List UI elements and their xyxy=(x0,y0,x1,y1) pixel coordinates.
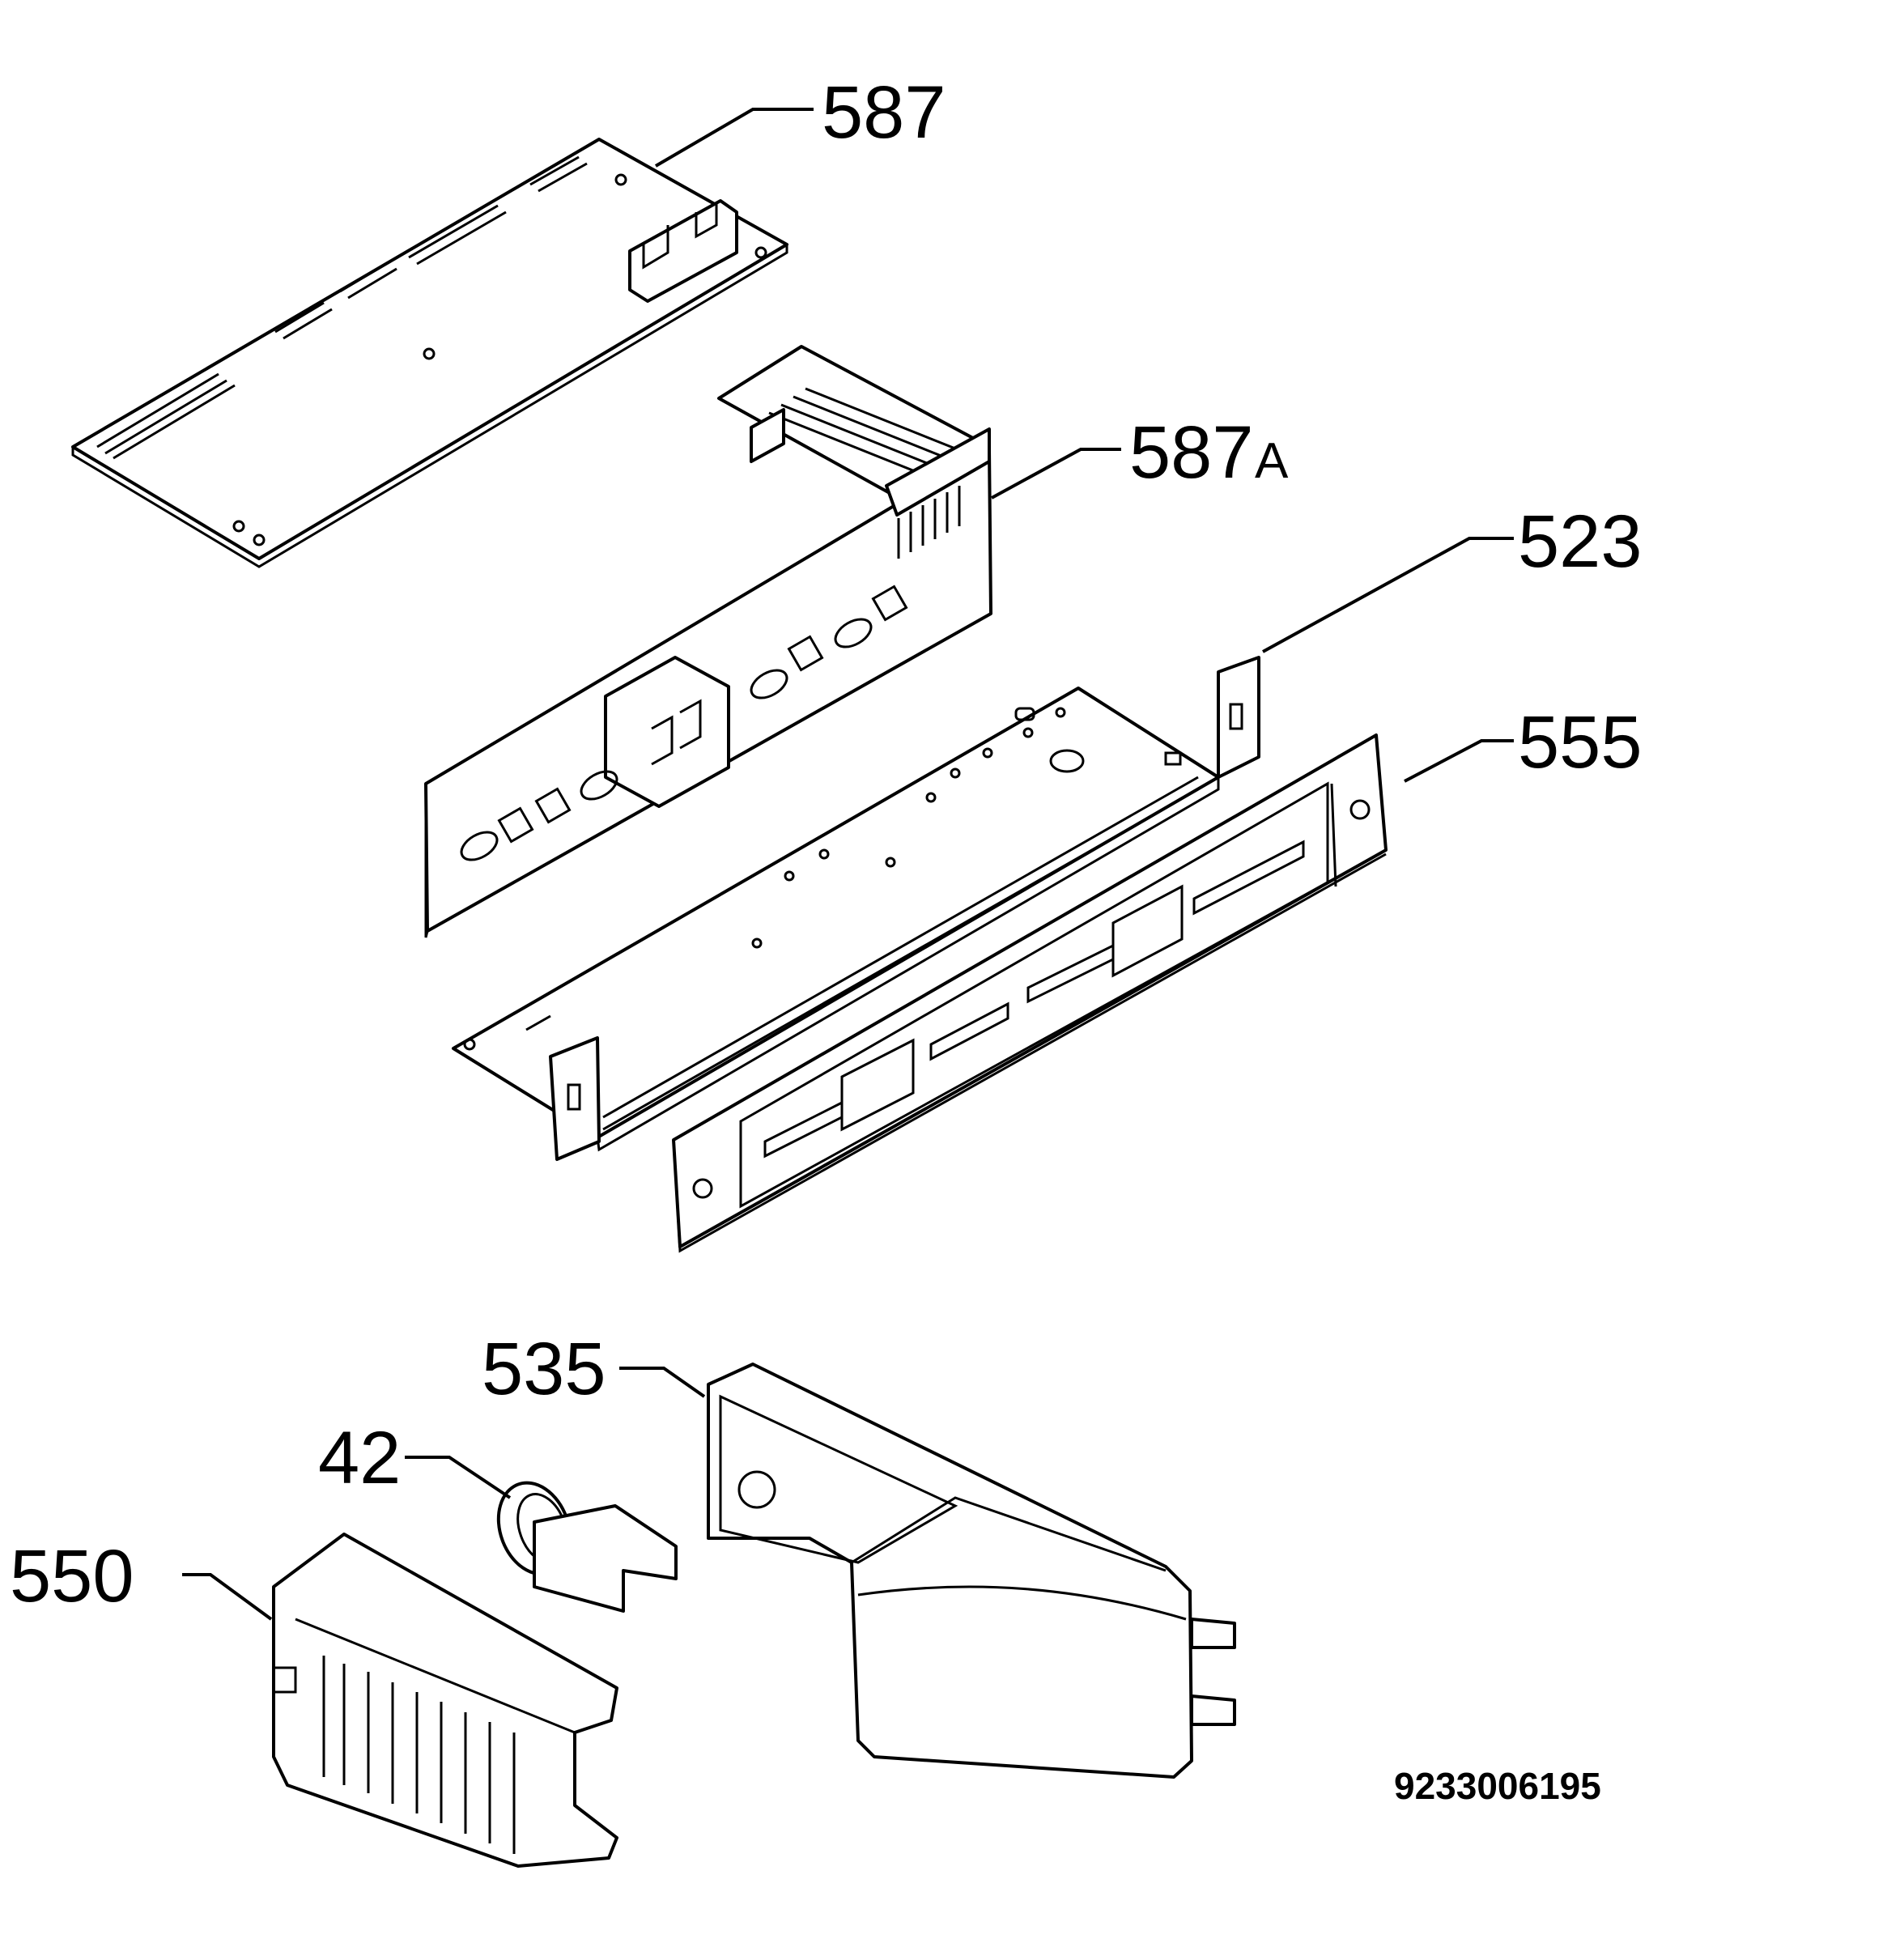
part-523-bracket xyxy=(452,656,1260,1161)
part-587-main-board xyxy=(71,138,788,568)
document-number: 9233006195 xyxy=(1394,1765,1601,1807)
part-550-grille-cover xyxy=(272,1533,618,1868)
label-587: 587 xyxy=(822,71,946,154)
label-523: 523 xyxy=(1518,500,1643,583)
leader-lines xyxy=(182,108,1514,1621)
part-42-knob xyxy=(496,1481,678,1613)
label-550: 550 xyxy=(10,1535,134,1618)
label-535: 535 xyxy=(482,1328,606,1410)
part-587a-display-board xyxy=(424,345,992,938)
label-42: 42 xyxy=(318,1417,401,1499)
part-555-front-panel xyxy=(672,733,1388,1253)
label-555: 555 xyxy=(1518,701,1643,784)
label-587a-number: 587 xyxy=(1129,411,1254,494)
label-587a-suffix: A xyxy=(1255,433,1289,489)
part-535-housing xyxy=(707,1363,1236,1779)
